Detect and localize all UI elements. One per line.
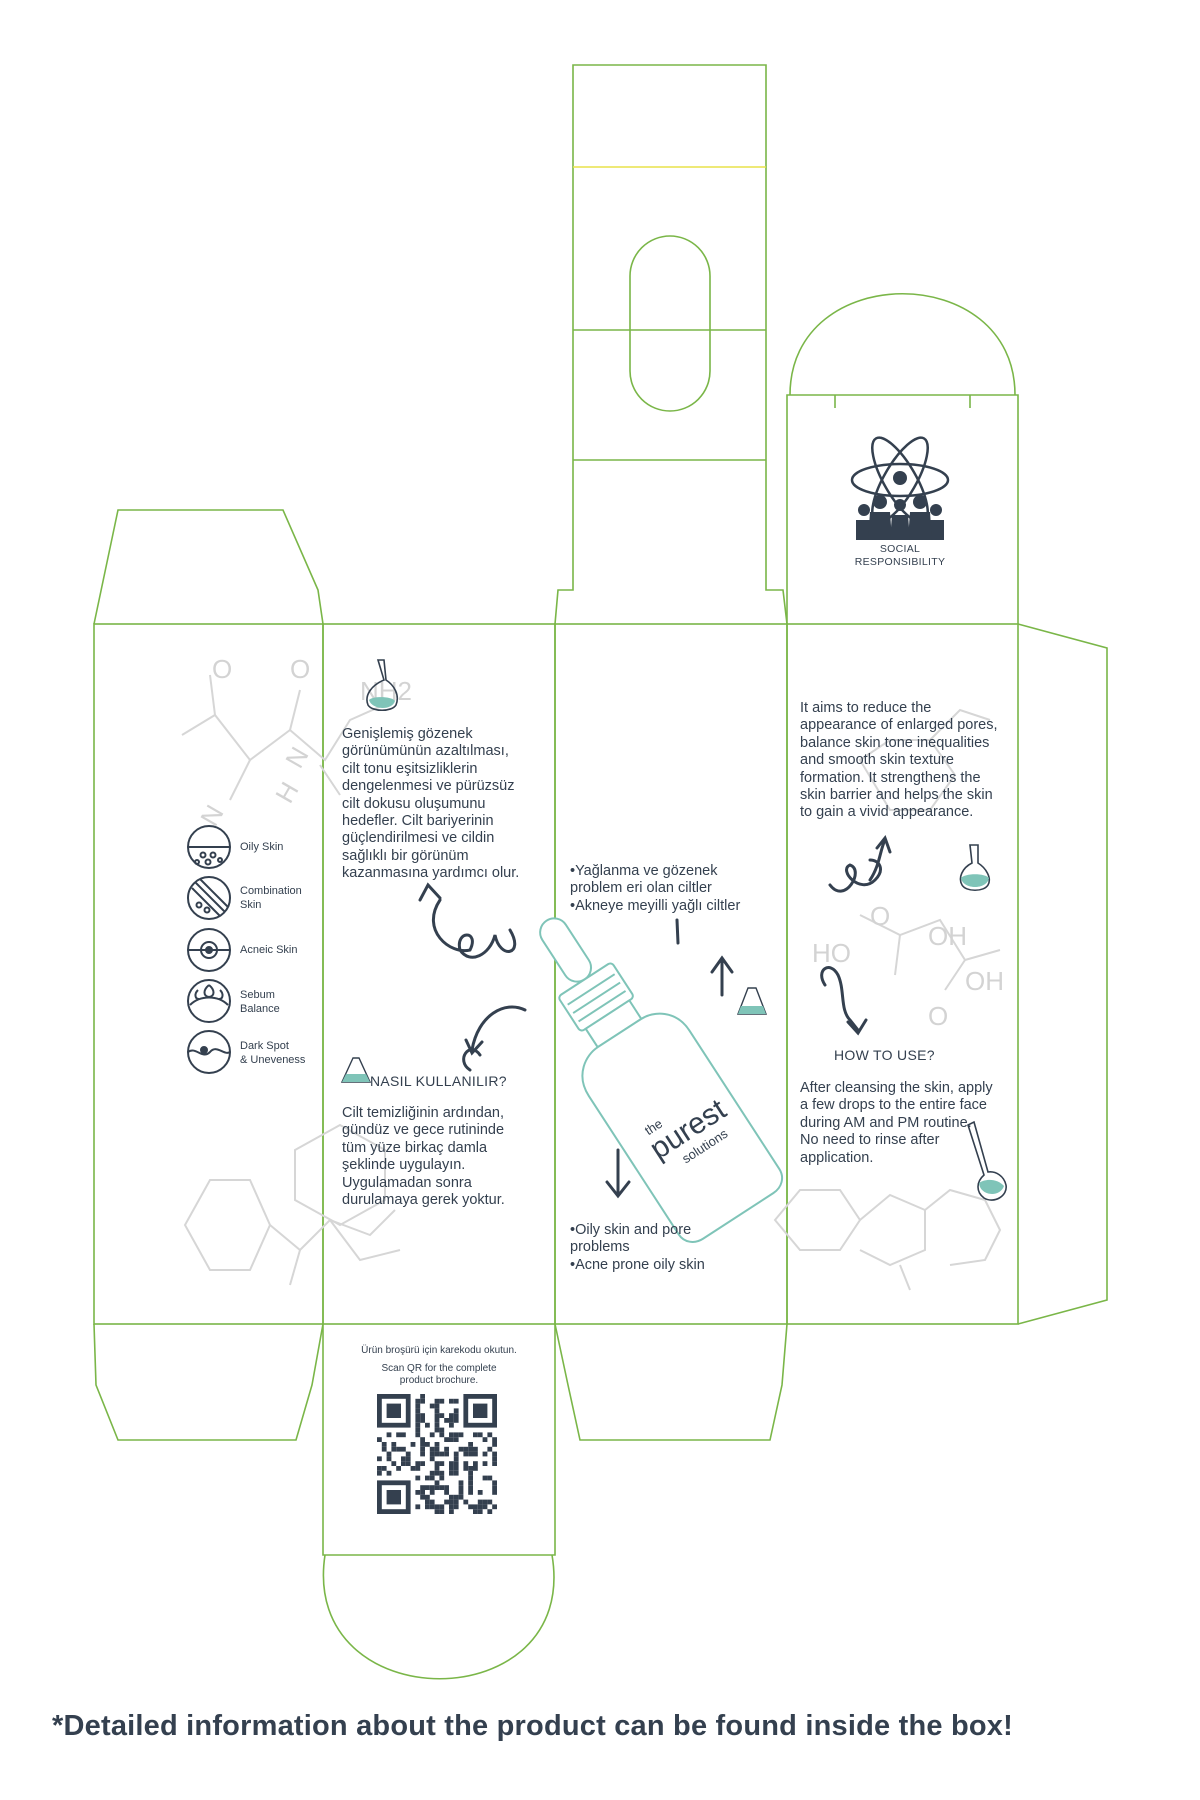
qr-code[interactable] [377, 1394, 497, 1514]
chemical-structure-decoration [181, 674, 1002, 1291]
qr-text-turkish: Ürün broşürü için karekodu okutun. [361, 1345, 517, 1356]
svg-text:HO: HO [812, 938, 851, 968]
skin-type-label: Acneic Skin [240, 944, 298, 956]
svg-text:O: O [212, 654, 232, 684]
serum-bottle-illustration [539, 917, 784, 1243]
oily-skin-icon [187, 825, 231, 869]
left-bottom-dust-flap [93, 1323, 324, 1441]
left-top-dust-flap [93, 509, 324, 625]
social-responsibility-icon [850, 436, 950, 540]
dieline-outline [93, 64, 1108, 1680]
top-tuck-flap [554, 64, 788, 625]
front-target-turkish: •Yağlanma ve gözenek problem eri olan ci… [570, 863, 741, 914]
front-target-english: •Oily skin and pore problems •Acne prone… [570, 1222, 705, 1273]
skin-type-label: Combination Skin [240, 885, 302, 911]
flask-icon [340, 1057, 372, 1083]
flask-icon [959, 844, 991, 892]
turkish-how-to-text: Cilt temizliğinin ardından, gündüz ve ge… [342, 1105, 505, 1209]
svg-text:OH: OH [928, 921, 967, 951]
bottom-dust-flap [554, 1323, 788, 1441]
svg-text:O: O [290, 654, 310, 684]
dark-spot-icon [187, 1030, 231, 1074]
svg-text:O: O [870, 901, 890, 931]
bottom-lid-panel [322, 1324, 556, 1556]
hanger-slot [629, 235, 711, 412]
turkish-how-to-heading: NASIL KULLANILIR? [370, 1073, 507, 1089]
sebum-balance-icon [187, 979, 231, 1023]
skin-type-label: Sebum Balance [240, 989, 280, 1015]
english-description: It aims to reduce the appearance of enla… [800, 700, 998, 821]
flask-icon [967, 1120, 1007, 1201]
top-lid-tab [789, 293, 1016, 396]
skin-type-label: Dark Spot & Uneveness [240, 1040, 306, 1066]
social-responsibility-label: SOCIAL RESPONSIBILITY [854, 543, 946, 568]
turkish-description: Genişlemiş gözenek görünümünün azaltılma… [342, 726, 520, 882]
flask-icon [736, 987, 768, 1015]
qr-text-english: Scan QR for the complete product brochur… [381, 1363, 497, 1386]
left-side-panel [93, 623, 324, 1325]
combination-skin-icon [187, 876, 231, 920]
acneic-skin-icon [187, 928, 231, 972]
arrow-decoration [418, 834, 892, 1199]
english-how-to-heading: HOW TO USE? [834, 1047, 935, 1063]
svg-text:OH: OH [965, 966, 1004, 996]
flask-icon [366, 659, 399, 712]
svg-text:H: H [269, 777, 304, 808]
footer-note: *Detailed information about the product … [52, 1710, 1013, 1742]
skin-type-label: Oily Skin [240, 841, 284, 853]
bottom-lid-tab [322, 1554, 555, 1680]
glue-flap [1017, 623, 1108, 1325]
english-panel [786, 623, 1019, 1325]
top-lid-panel [786, 394, 1019, 624]
svg-text:O: O [928, 1001, 948, 1031]
english-how-to-text: After cleansing the skin, apply a few dr… [800, 1080, 993, 1166]
